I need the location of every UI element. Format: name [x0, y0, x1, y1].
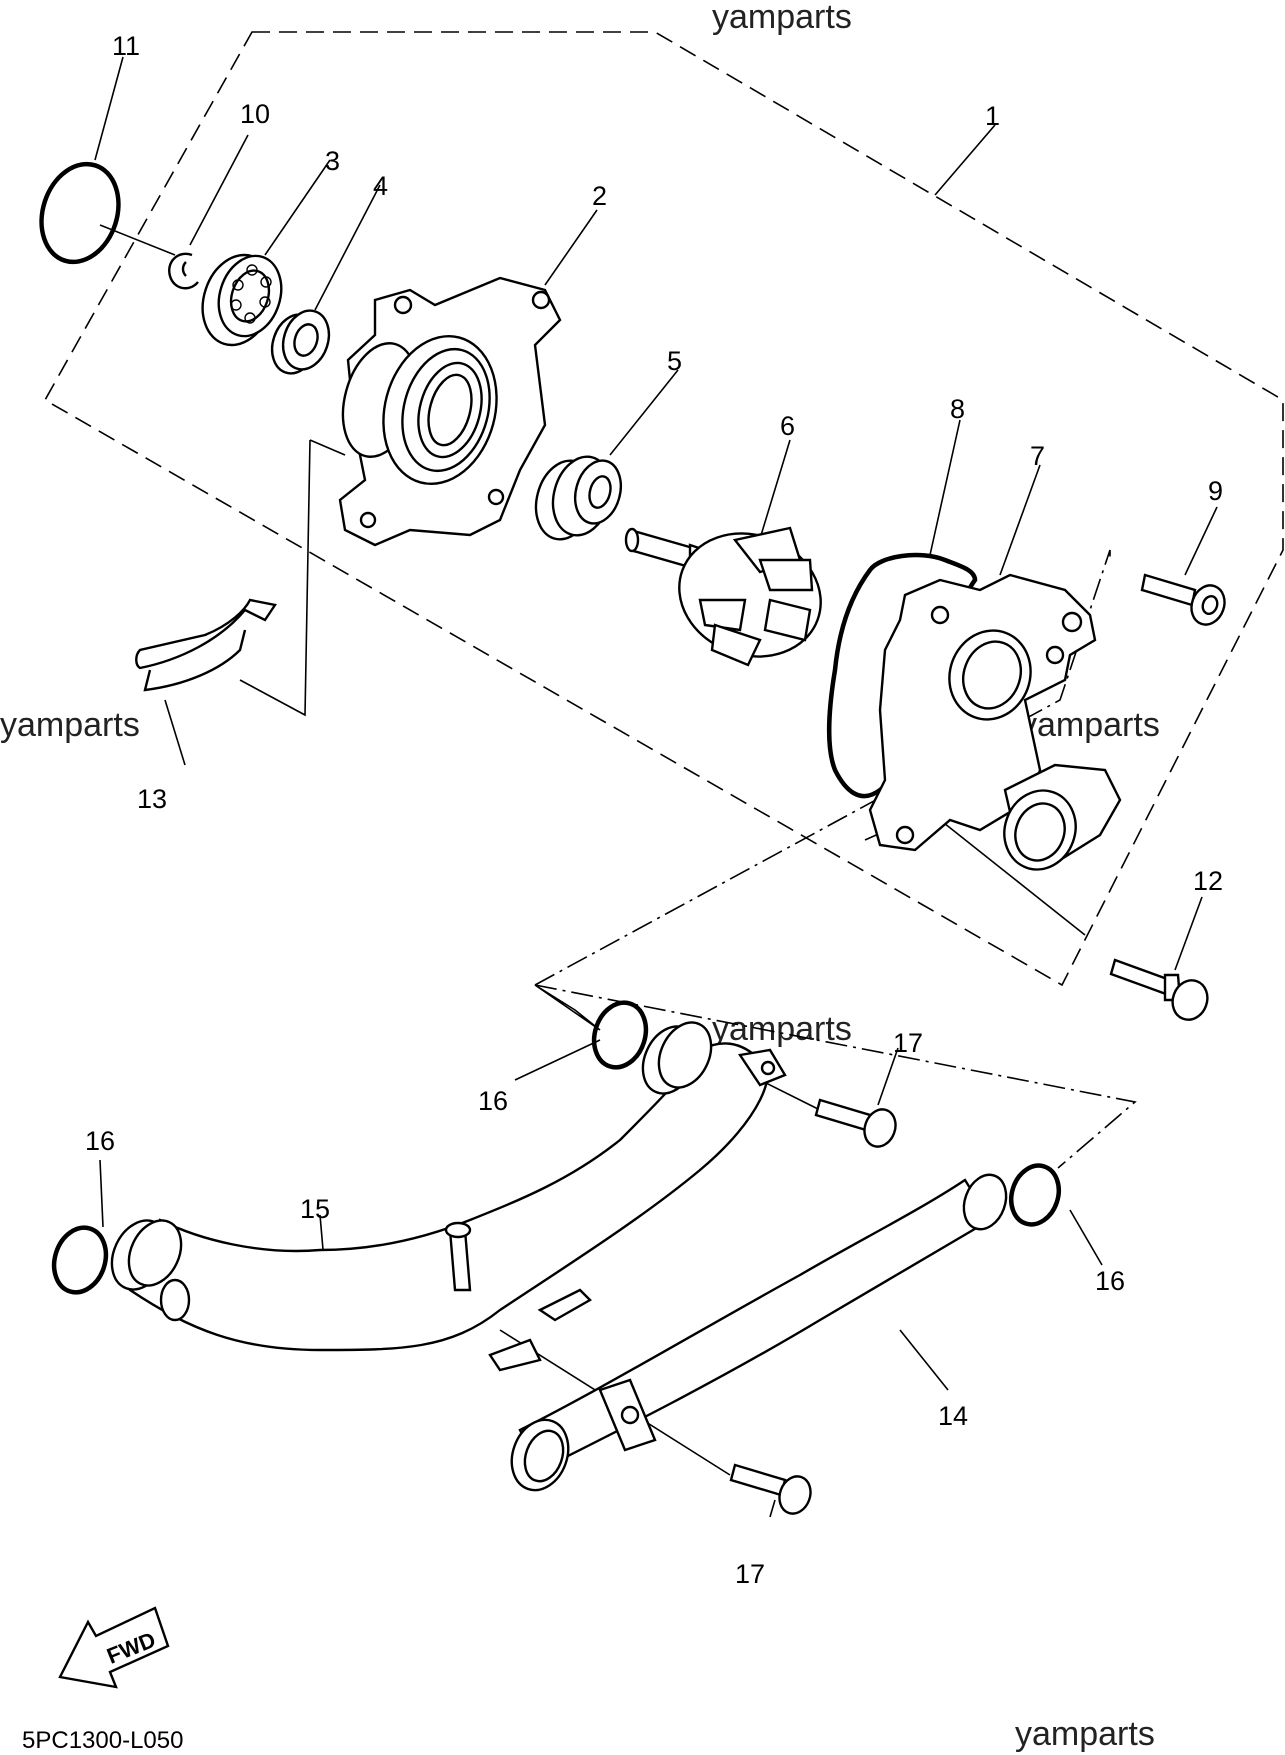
alignment-line — [534, 984, 1137, 1169]
callout: 17 — [893, 1028, 923, 1058]
bolt-17 — [729, 1463, 812, 1515]
assembly-outline — [43, 31, 1284, 987]
callout: 16 — [85, 1126, 115, 1156]
oil-seal-4 — [270, 309, 331, 375]
o-ring-16 — [1008, 1163, 1062, 1227]
circlip-10 — [168, 252, 199, 290]
callout: 13 — [137, 784, 167, 814]
callout: 8 — [950, 394, 965, 424]
watermark: yamparts — [1020, 706, 1160, 744]
watermark: yamparts — [712, 0, 852, 36]
callout: 16 — [478, 1086, 508, 1116]
callout: 3 — [325, 146, 340, 176]
callout: 5 — [667, 346, 682, 376]
callout: 17 — [735, 1559, 765, 1589]
callout: 11 — [112, 31, 140, 61]
callout: 10 — [240, 99, 270, 129]
pump-housing-2 — [338, 276, 562, 547]
callout: 4 — [373, 171, 388, 201]
callout: 2 — [592, 181, 607, 211]
callout: 14 — [938, 1401, 968, 1431]
figure-code: 5PC1300-L050 — [22, 1727, 183, 1754]
callout: 16 — [1095, 1266, 1125, 1296]
watermark: yamparts — [1015, 1715, 1155, 1753]
o-ring-16 — [51, 1225, 109, 1295]
impeller-shaft-6 — [624, 526, 822, 667]
o-ring-11 — [39, 161, 121, 265]
pump-cover-7 — [868, 573, 1122, 871]
callout: 6 — [780, 411, 795, 441]
callout: 1 — [985, 101, 1000, 131]
bolt-12 — [1109, 958, 1209, 1021]
water-pipe-14 — [510, 1173, 1008, 1492]
water-pipe-15 — [110, 1021, 787, 1372]
bearing-3 — [201, 253, 283, 347]
callout: 12 — [1193, 866, 1223, 896]
watermark: yamparts — [0, 706, 140, 744]
callout: 9 — [1208, 476, 1223, 506]
mechanical-seal-5 — [534, 455, 623, 541]
bracket-13 — [135, 598, 277, 692]
callout: 7 — [1030, 441, 1045, 471]
bolt-9 — [1140, 573, 1226, 626]
callout: 15 — [300, 1194, 330, 1224]
forward-arrow-icon: FWD — [58, 1606, 170, 1689]
bolt-17 — [814, 1098, 897, 1148]
o-ring-16 — [591, 1000, 649, 1070]
